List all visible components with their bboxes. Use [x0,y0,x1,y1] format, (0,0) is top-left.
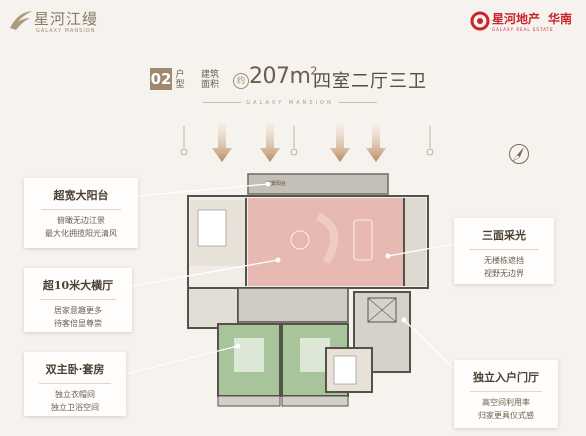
callout-light: 三面采光 无楼栋遮挡 视野无边界 [454,218,554,284]
brand-logo-left: 星河江缦 GALAXY MANSION [8,6,108,40]
layout-text: 四室二厅三卫 [313,71,427,92]
area-value: 207m2 [249,64,317,89]
brand-sub-right: GALAXY REAL ESTATE [492,27,554,32]
unit-title: 02 户 型 建筑 面积 约 207m2 四室二厅三卫 [150,64,450,98]
area-word: 建筑 面积 [200,70,219,90]
brand-region: 华南 [548,12,573,26]
brand-name-left: 星河江缦 [34,10,99,28]
balcony-area [248,174,388,194]
callout-suite: 双主卧·套房 独立衣帽间 独立卫浴空间 [24,352,126,416]
callout-balcony: 超宽大阳台 俯瞰无边江景 最大化拥揽阳光清风 [24,178,138,248]
sunlight-arrows [180,124,434,162]
unit-word: 户 型 [175,70,185,90]
approx-badge: 约 [233,73,249,89]
galaxy-logo-icon [470,11,490,31]
title-subtitle: GALAXY MANSION [190,100,390,106]
callout-entry: 独立入户门厅 高空间利用率 归家更具仪式感 [454,360,558,428]
floor-plan [187,173,429,407]
living-room-highlight [248,198,404,286]
unit-number-badge: 02 [150,68,172,90]
callout-living: 超10米大横厅 居家意趣更多 待客倍显尊崇 [24,268,132,332]
brand-logo-right: 星河地产 华南 GALAXY REAL ESTATE [470,8,580,36]
brand-sub-left: GALAXY MANSION [36,28,96,34]
compass-icon [509,144,529,164]
sun-arrow-icon [212,124,386,162]
brand-name-right: 星河地产 [492,12,541,26]
balcony-plan-label: 宽景阳台 [266,181,287,187]
wing-logo-icon [10,11,32,30]
